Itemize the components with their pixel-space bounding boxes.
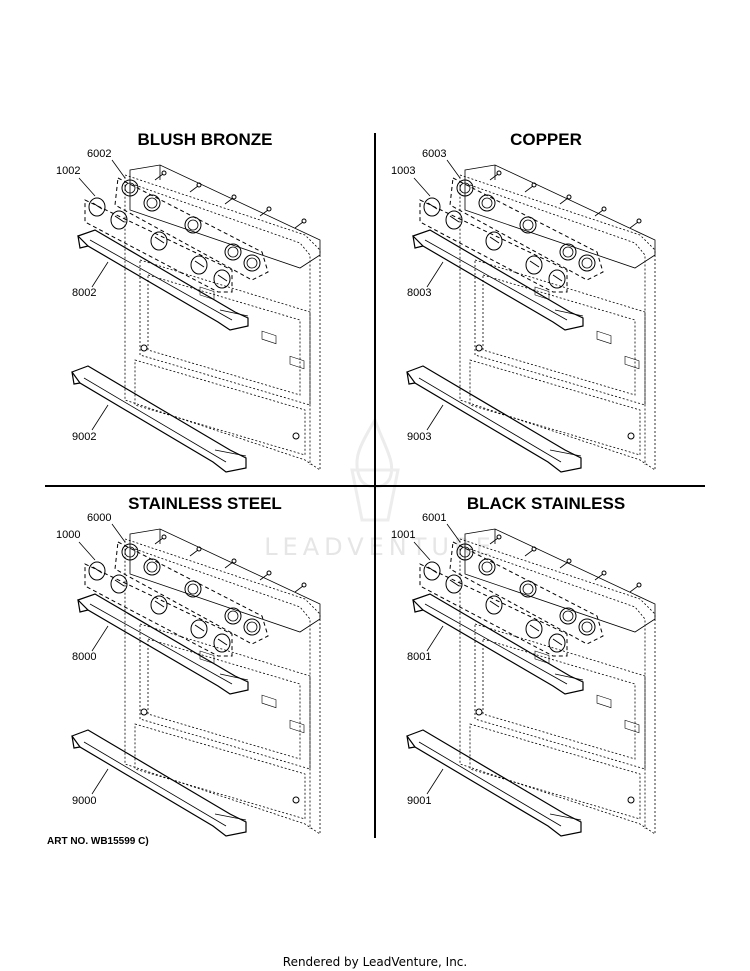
drawer-handle-part-label: 9002 <box>72 431 97 443</box>
door-handle-part-label: 8001 <box>407 651 432 663</box>
drawer-handle-part-label: 9003 <box>407 431 432 443</box>
footer-credit: Rendered by LeadVenture, Inc. <box>282 955 468 969</box>
knob-part-label: 1003 <box>391 165 416 177</box>
finish-title: COPPER <box>510 130 582 149</box>
drawer-handle-part-label: 9001 <box>407 795 432 807</box>
bezel-part-label: 6000 <box>87 512 112 524</box>
knob-part-label: 1000 <box>56 529 81 541</box>
bezel-part-label: 6003 <box>422 148 447 160</box>
door-handle-part-label: 8002 <box>72 287 97 299</box>
drawer-handle-part-label: 9000 <box>72 795 97 807</box>
door-handle-part-label: 8003 <box>407 287 432 299</box>
bezel-part-label: 6001 <box>422 512 447 524</box>
finish-title: STAINLESS STEEL <box>128 494 282 513</box>
finish-title: BLACK STAINLESS <box>466 494 626 513</box>
knob-part-label: 1002 <box>56 165 81 177</box>
door-handle-part-label: 8000 <box>72 651 97 663</box>
bezel-part-label: 6002 <box>87 148 112 160</box>
finish-title: BLUSH BRONZE <box>137 130 273 149</box>
art-number: ART NO. WB15599 C) <box>47 836 149 847</box>
knob-part-label: 1001 <box>391 529 416 541</box>
